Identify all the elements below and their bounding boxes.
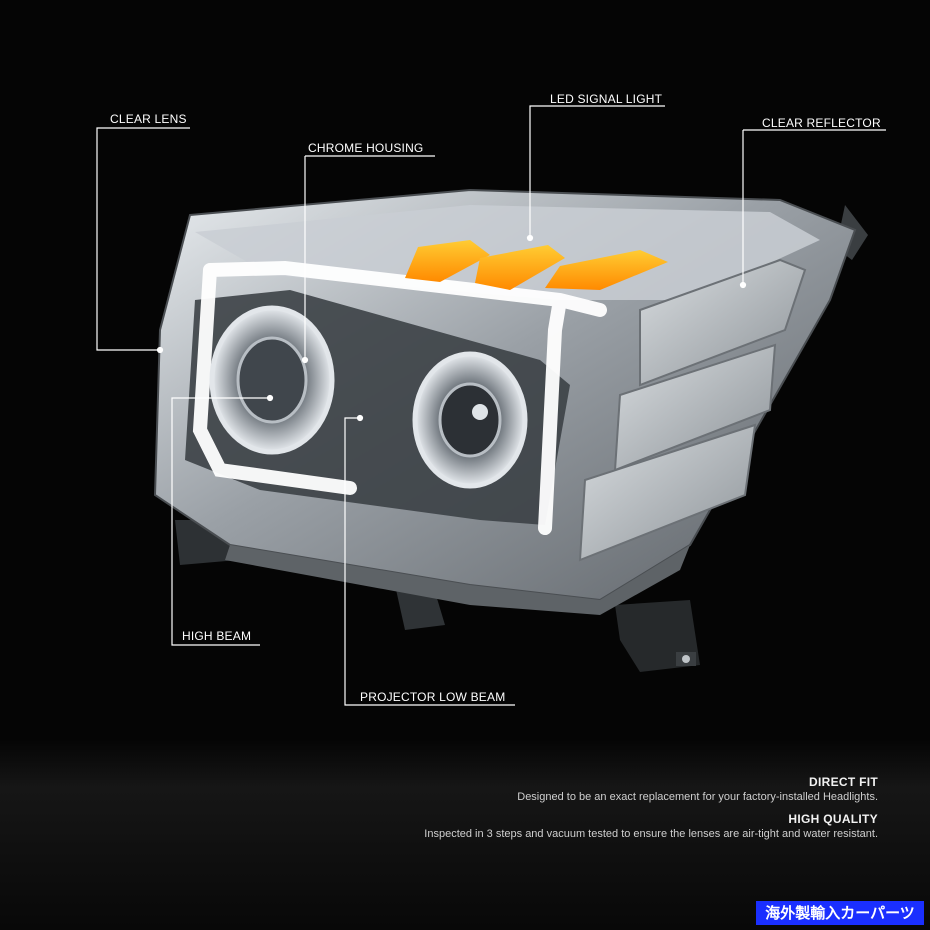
callout-lines: [96, 105, 886, 706]
feature-desc-high-quality: Inspected in 3 steps and vacuum tested t…: [424, 828, 878, 840]
low-beam-projector: [412, 351, 528, 489]
feature-title-direct-fit: DIRECT FIT: [809, 775, 878, 789]
callout-clear-lens: CLEAR LENS: [110, 112, 187, 126]
callout-chrome-housing: CHROME HOUSING: [308, 141, 424, 155]
clear-reflector: [578, 258, 807, 562]
led-light-bar: [192, 260, 607, 535]
callout-projector-low-beam: PROJECTOR LOW BEAM: [360, 690, 506, 704]
feature-title-high-quality: HIGH QUALITY: [788, 812, 878, 826]
store-badge: 海外製輸入カーパーツ: [756, 901, 924, 925]
led-signal-lights: [405, 240, 668, 290]
callout-led-signal-light: LED SIGNAL LIGHT: [550, 92, 663, 106]
housing-lower-lip: [225, 545, 690, 615]
high-beam-projector: [209, 305, 335, 455]
feature-desc-direct-fit: Designed to be an exact replacement for …: [517, 791, 878, 803]
callout-high-beam: HIGH BEAM: [182, 629, 252, 643]
callout-clear-reflector: CLEAR REFLECTOR: [762, 116, 881, 130]
floor-gradient: [0, 740, 930, 930]
